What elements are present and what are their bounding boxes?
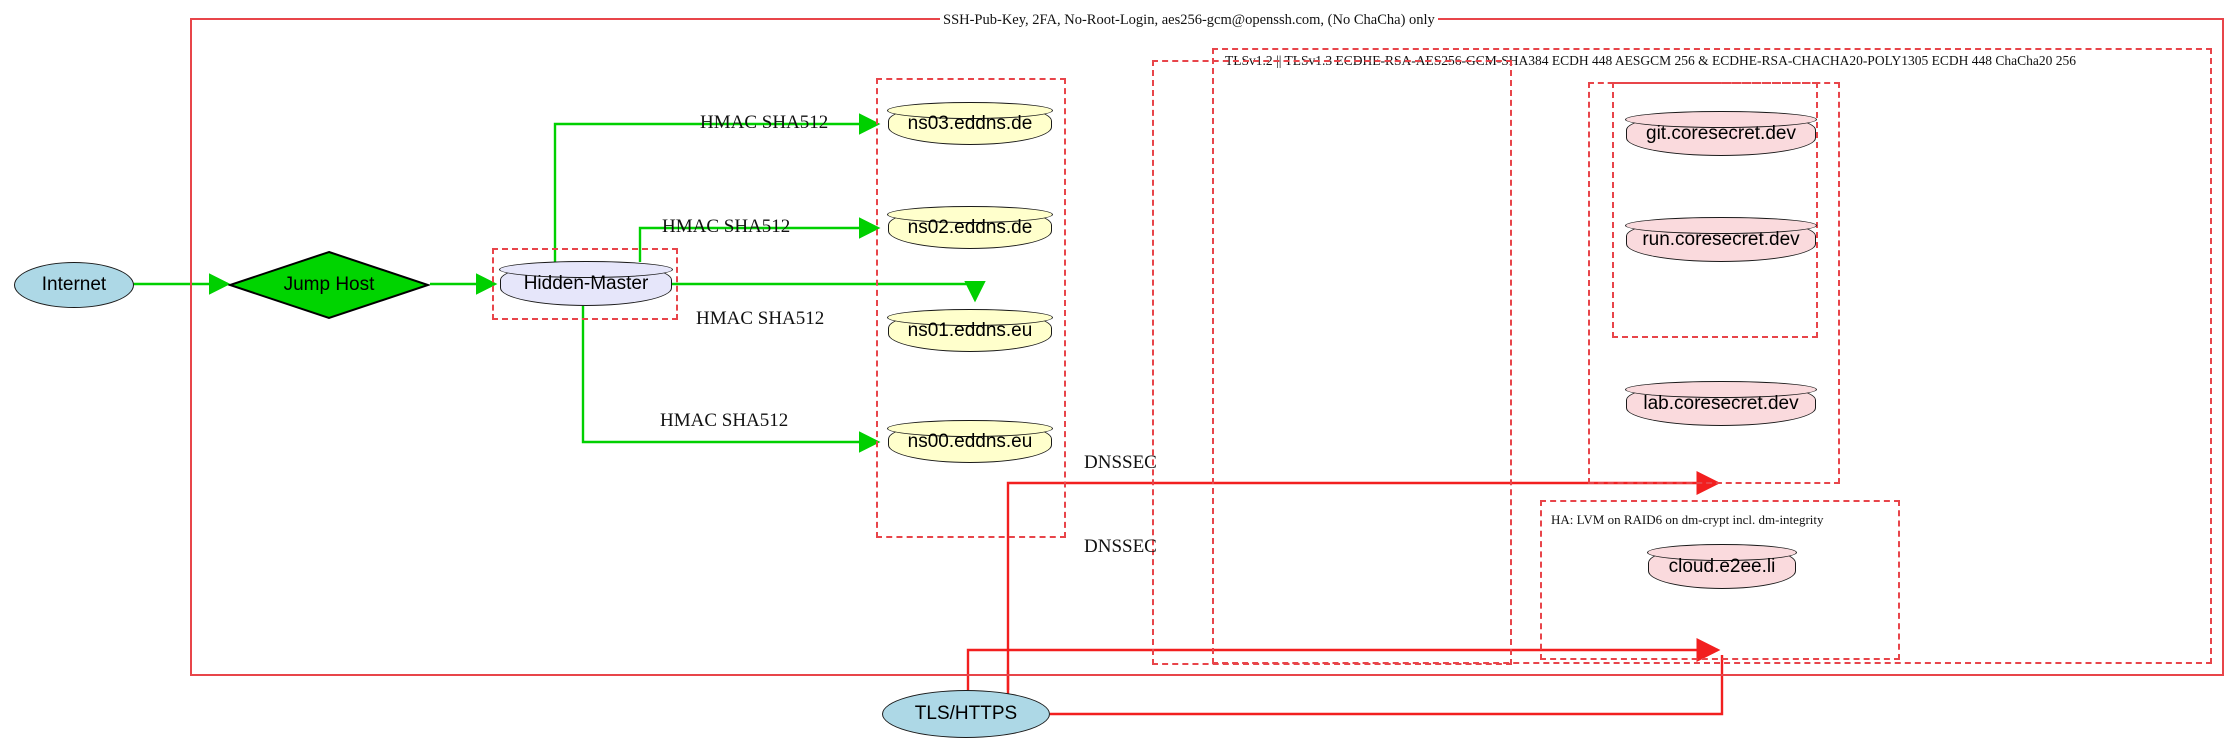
node-hidden-master-label: Hidden-Master <box>523 273 649 294</box>
cluster-dns-nodes <box>876 78 1066 538</box>
node-ns02-label: ns02.eddns.de <box>907 217 1033 238</box>
node-jump-host-label: Jump Host <box>283 274 375 295</box>
node-run-coresecret-label: run.coresecret.dev <box>1642 229 1800 250</box>
cluster-ha-storage-label: HA: LVM on RAID6 on dm-crypt incl. dm-in… <box>1548 512 1827 528</box>
edge-hiddenmaster-to-ns01 <box>672 280 986 303</box>
node-ns02[interactable]: ns02.eddns.de <box>887 206 1053 249</box>
node-internet-label: Internet <box>41 274 107 295</box>
node-internet[interactable]: Internet <box>14 262 134 308</box>
edge-hiddenmaster-to-ns03 <box>553 113 881 262</box>
node-ns00-label: ns00.eddns.eu <box>907 431 1033 452</box>
node-tls-https-label: TLS/HTTPS <box>914 703 1018 724</box>
cluster-dnssec-zone <box>1152 60 1512 665</box>
node-cloud-e2ee-label: cloud.e2ee.li <box>1668 556 1776 577</box>
edge-label-hmac-ns03: HMAC SHA512 <box>700 112 829 133</box>
diamond-shape <box>228 250 430 320</box>
edge-label-hmac-ns01: HMAC SHA512 <box>696 308 825 329</box>
edge-hiddenmaster-to-ns00 <box>581 306 881 453</box>
edge-hiddenmaster-to-ns02 <box>638 217 881 262</box>
cylinder-cap <box>1625 217 1817 235</box>
edge-label-hmac-ns00: HMAC SHA512 <box>660 410 789 431</box>
node-run-coresecret[interactable]: run.coresecret.dev <box>1625 217 1817 262</box>
node-cloud-e2ee[interactable]: cloud.e2ee.li <box>1647 544 1797 589</box>
node-ns01-label: ns01.eddns.eu <box>907 320 1033 341</box>
cylinder-cap <box>1625 381 1817 399</box>
node-hidden-master[interactable]: Hidden-Master <box>499 261 673 306</box>
cluster-tls-policy <box>1212 48 2212 664</box>
node-ns03[interactable]: ns03.eddns.de <box>887 102 1053 145</box>
cluster-ssh-policy-label: SSH-Pub-Key, 2FA, No-Root-Login, aes256-… <box>940 12 1438 29</box>
edge-label-dnssec-1: DNSSEC <box>1084 452 1157 473</box>
node-git-coresecret-label: git.coresecret.dev <box>1646 123 1796 144</box>
cylinder-cap <box>887 206 1053 224</box>
node-ns01[interactable]: ns01.eddns.eu <box>887 309 1053 352</box>
cylinder-cap <box>887 420 1053 438</box>
edge-tlshttps-to-ha-cluster <box>966 638 1721 690</box>
edge-label-hmac-ns02: HMAC SHA512 <box>662 216 791 237</box>
node-jump-host[interactable]: Jump Host <box>228 250 430 320</box>
cluster-tls-policy-label: TLSv1.2 || TLSv1.3 ECDHE-RSA-AES256-GCM-… <box>1222 53 2079 69</box>
cylinder-cap <box>1647 544 1797 562</box>
node-tls-https[interactable]: TLS/HTTPS <box>882 690 1050 738</box>
cylinder-cap <box>887 309 1053 327</box>
cylinder-cap <box>887 102 1053 120</box>
edge-label-dnssec-2: DNSSEC <box>1084 536 1157 557</box>
node-git-coresecret[interactable]: git.coresecret.dev <box>1625 111 1817 156</box>
node-ns00[interactable]: ns00.eddns.eu <box>887 420 1053 463</box>
cylinder-cap <box>499 261 673 279</box>
cluster-hidden-master <box>492 248 678 320</box>
cylinder-cap <box>1625 111 1817 129</box>
node-lab-coresecret-label: lab.coresecret.dev <box>1643 393 1799 414</box>
edge-tlshttps-to-coresecret-cluster <box>1006 471 1721 714</box>
cluster-coresecret-inner <box>1612 82 1818 338</box>
node-ns03-label: ns03.eddns.de <box>907 113 1033 134</box>
node-lab-coresecret[interactable]: lab.coresecret.dev <box>1625 381 1817 426</box>
cluster-ha-storage <box>1540 500 1900 660</box>
